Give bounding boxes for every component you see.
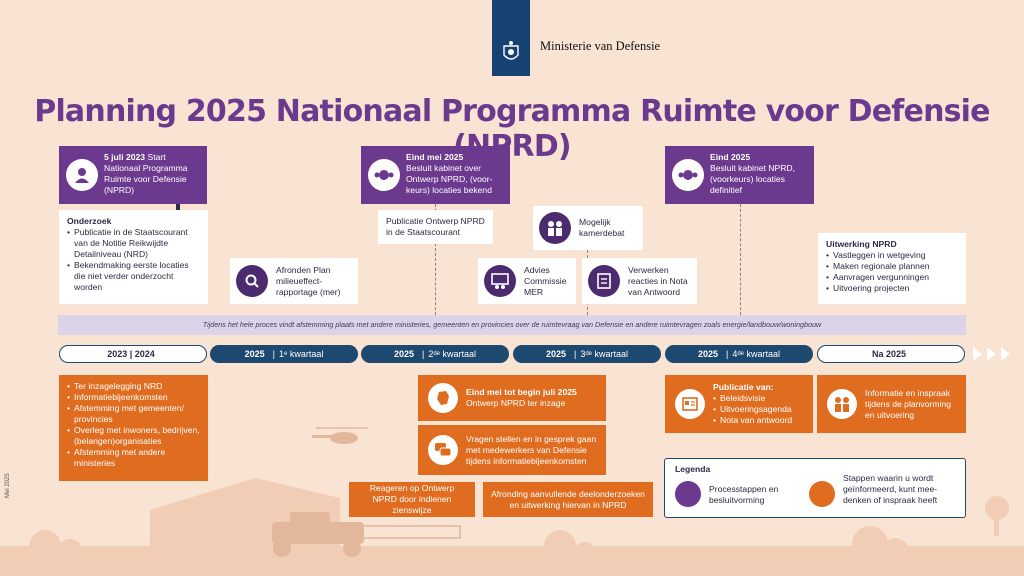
arrow-icon bbox=[973, 347, 982, 361]
newspaper-icon bbox=[675, 389, 705, 419]
document-icon bbox=[588, 265, 620, 297]
timeline-na-2025: Na 2025 bbox=[817, 345, 965, 363]
list-item: Bekendmaking eerste locaties die niet ve… bbox=[67, 260, 200, 293]
list-item: Vastleggen in wetgeving bbox=[826, 250, 958, 261]
landscape-illustration bbox=[0, 478, 1024, 576]
list-item: Aanvragen vergunningen bbox=[826, 272, 958, 283]
legend-inspraak-label: Stappen waarin u wordt geïnformeerd, kun… bbox=[843, 473, 938, 505]
uitwerking-box: Uitwerking NPRD Vastleggen in wetgeving … bbox=[818, 233, 966, 304]
meeting-icon bbox=[672, 159, 704, 191]
list-item: Nota van antwoord bbox=[713, 415, 805, 426]
list-item: Afstemming met gemeenten/ provincies bbox=[67, 403, 200, 425]
list-item: Ter inzagelegging NRD bbox=[67, 381, 200, 392]
logo-bar bbox=[492, 0, 530, 76]
inzage-box: Eind mei tot begin juli 2025 Ontwerp NPR… bbox=[418, 375, 606, 421]
process-box-start: 5 juli 2023 Start Nationaal Programma Ru… bbox=[59, 146, 207, 204]
list-item: Beleidsvisie bbox=[713, 393, 805, 404]
person-icon bbox=[66, 159, 98, 191]
list-item: Maken regionale plannen bbox=[826, 261, 958, 272]
legend-process-icon bbox=[675, 481, 701, 507]
arrow-icon bbox=[987, 347, 996, 361]
legend-inspraak-icon bbox=[809, 481, 835, 507]
list-item: Afstemming met andere ministeries bbox=[67, 447, 200, 469]
search-document-icon bbox=[236, 265, 268, 297]
orange-list-box: Ter inzagelegging NRD Informatiebijeenko… bbox=[59, 375, 208, 481]
advies-box: Advies Commissie MER bbox=[478, 258, 576, 304]
list-item: Uitvoering projecten bbox=[826, 283, 958, 294]
list-item: Publicatie in de Staatscourant van de No… bbox=[67, 227, 200, 260]
list-item: Uitvoeringsagenda bbox=[713, 404, 805, 415]
vehicle-icon bbox=[272, 512, 364, 557]
publicatie-box: Publicatie Ontwerp NPRD in de Staatscour… bbox=[378, 210, 493, 244]
inspraak-box: Informatie en inspraak tijdens de planvo… bbox=[817, 375, 966, 433]
plan-mer-box: Afronden Plan milieueffect-rapportage (m… bbox=[230, 258, 358, 304]
dashed-connector bbox=[740, 204, 741, 315]
legend: Legenda Processtappen en besluitvorming … bbox=[664, 458, 966, 518]
timeline-2023-2024: 2023 | 2024 bbox=[59, 345, 207, 363]
map-netherlands-icon bbox=[428, 383, 458, 413]
legend-title: Legenda bbox=[675, 464, 711, 474]
people-icon bbox=[827, 389, 857, 419]
helicopter-icon bbox=[312, 427, 368, 444]
ministry-name: Ministerie van Defensie bbox=[540, 39, 661, 53]
afronding-box: Afronding aanvullende deelonderzoeken en… bbox=[483, 482, 653, 517]
vragen-box: Vragen stellen en in gesprek gaan met me… bbox=[418, 425, 606, 475]
chat-icon bbox=[428, 435, 458, 465]
legend-process-label: Processtappen en besluitvorming bbox=[709, 484, 779, 505]
verwerken-box: Verwerken reacties in Nota van Antwoord bbox=[582, 258, 697, 304]
page-title: Planning 2025 Nationaal Programma Ruimte… bbox=[34, 94, 990, 164]
afstemming-band: Tijdens het hele proces vindt afstemming… bbox=[58, 315, 966, 335]
crest-icon bbox=[503, 41, 519, 60]
date-label: Mei 2025 bbox=[5, 473, 11, 498]
people-icon bbox=[539, 212, 571, 244]
reageren-box: Reageren op Ontwerp NPRD door indienen z… bbox=[349, 482, 475, 517]
connector bbox=[176, 204, 180, 210]
list-item: Informatiebijeenkomsten bbox=[67, 392, 200, 403]
list-item: Overleg met inwoners, bedrijven, (belang… bbox=[67, 425, 200, 447]
publicatie-van-box: Publicatie van: Beleidsvisie Uitvoerings… bbox=[665, 375, 813, 433]
dashed-connector bbox=[435, 204, 436, 315]
presentation-icon bbox=[484, 265, 516, 297]
onderzoek-box: Onderzoek Publicatie in de Staatscourant… bbox=[59, 210, 208, 304]
meeting-icon bbox=[368, 159, 400, 191]
kamerdebat-box: Mogelijk kamerdebat bbox=[533, 206, 643, 250]
arrow-icon bbox=[1001, 347, 1010, 361]
